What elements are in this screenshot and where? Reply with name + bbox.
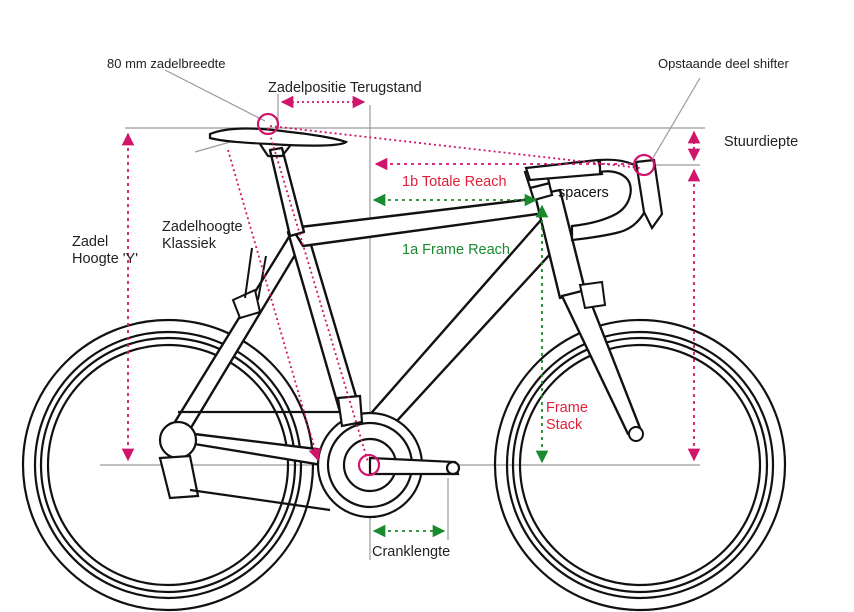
drivetrain [158, 394, 461, 519]
cassette [158, 420, 198, 460]
saddle-height-y-label-2: Hoogte 'Y' [72, 251, 138, 267]
saddle-height-y-label-1: Zadel [72, 234, 108, 250]
rear-brake [231, 288, 262, 320]
spacer-line-2 [529, 181, 551, 190]
seat-tube [286, 226, 362, 414]
saddle-height-classic-label-1: Zadelhoogte [162, 219, 243, 235]
saddle-width-label: 80 mm zadelbreedte [107, 56, 226, 71]
rear-derailleur [158, 454, 200, 500]
saddle-rails [259, 143, 291, 158]
brake-shifter-hood [634, 158, 664, 231]
bottom-bracket-circle [357, 453, 381, 477]
saddle-to-bb-line [267, 127, 369, 463]
green-measurements [372, 193, 549, 540]
pedal-axle [445, 460, 461, 476]
spacers-label: spacers [558, 185, 609, 201]
chain-bottom [189, 488, 331, 512]
frame-stack-label-1: Frame [546, 400, 588, 416]
crank-arm [368, 456, 460, 476]
saddle [208, 127, 349, 158]
shifter-leader [652, 77, 701, 159]
saddle-to-shifter-line [269, 125, 641, 169]
saddle-width-leader [164, 69, 266, 122]
saddle-height-classic-label-2: Klassiek [162, 236, 217, 252]
frame-stack-label-2: Stack [546, 417, 583, 433]
saddle-point-circle [256, 112, 280, 136]
front-dropout [628, 426, 644, 442]
frame-reach-label: 1a Frame Reach [402, 242, 510, 258]
cockpit [523, 158, 664, 242]
total-reach-label: 1b Totale Reach [402, 174, 507, 190]
top-tube [290, 196, 547, 248]
shifter-point-label: Opstaande deel shifter [658, 56, 789, 71]
saddle-setback-label: Zadelpositie Terugstand [268, 80, 422, 96]
shifter-point-circle [632, 153, 656, 177]
rear-brake-cable [244, 247, 253, 299]
saddle-shell [208, 127, 349, 147]
front-derailleur [336, 394, 364, 428]
magenta-measurements [121, 95, 701, 477]
bar-drop-label: Stuurdiepte [724, 134, 798, 150]
front-wheel [493, 318, 787, 612]
stem [524, 158, 604, 182]
front-brake [578, 280, 607, 310]
labels: 80 mm zadelbreedte Zadelpositie Terugsta… [72, 56, 798, 560]
frame-details [231, 247, 644, 442]
saddle-height-classic-arrow [227, 149, 321, 462]
crank-length-label: Cranklengte [372, 544, 450, 560]
rear-brake-cable-2 [257, 255, 267, 301]
